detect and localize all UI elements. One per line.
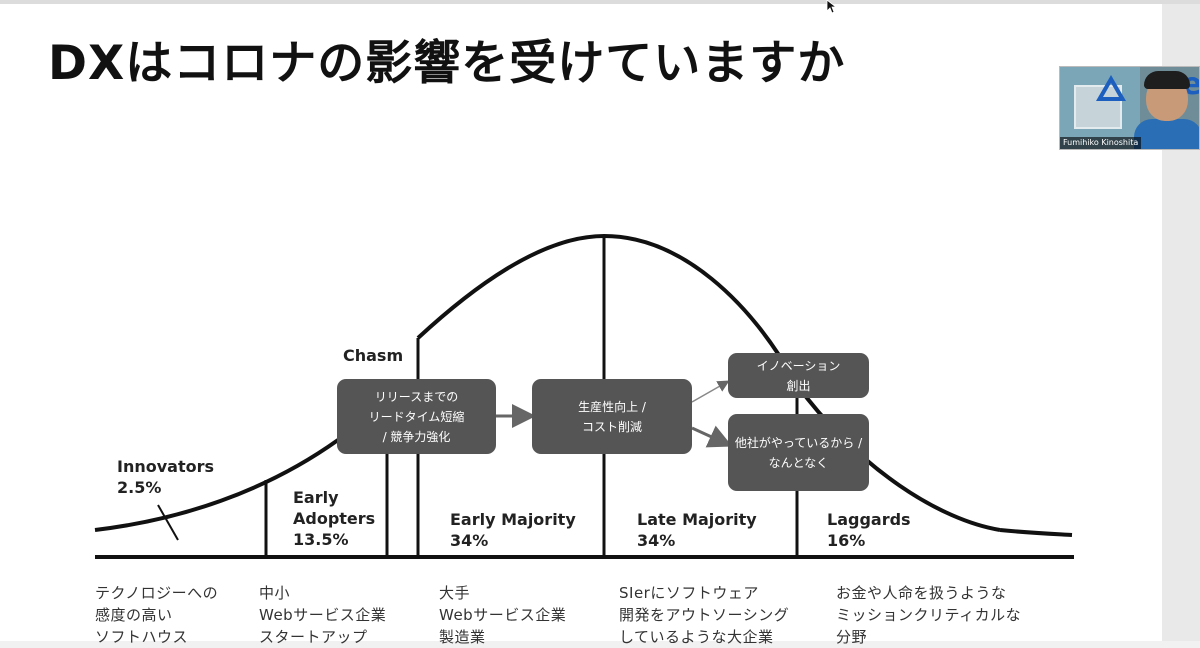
bell-curve-left bbox=[94, 438, 340, 532]
box-innovation: イノベーション 創出 bbox=[728, 353, 869, 398]
segment-label-laggards: Laggards 16% bbox=[827, 509, 911, 551]
arrow-to-others bbox=[691, 425, 733, 448]
mouse-cursor-icon bbox=[826, 0, 838, 14]
desc-line: Webサービス企業 bbox=[259, 606, 387, 624]
desc-innovators: テクノロジーへの 感度の高い ソフトハウス bbox=[95, 582, 218, 648]
webcam-participant-name: Fumihiko Kinoshita bbox=[1060, 137, 1142, 149]
bell-curve-tail bbox=[999, 528, 1073, 537]
segment-pct: 16% bbox=[827, 531, 866, 550]
desc-line: しているような大企業 bbox=[619, 628, 774, 646]
box-line: / 競争力強化 bbox=[382, 429, 451, 444]
desc-line: テクノロジーへの bbox=[95, 584, 219, 602]
webcam-person-shirt bbox=[1134, 119, 1199, 149]
box-release-lead-time: リリースまでの リードタイム短縮 / 競争力強化 bbox=[337, 379, 496, 454]
desc-early-adopters: 中小 Webサービス企業 スタートアップ bbox=[259, 582, 386, 648]
desc-line: 感度の高い bbox=[95, 606, 173, 624]
box-line: コスト削減 bbox=[581, 419, 642, 434]
desc-line: SIerにソフトウェア bbox=[619, 584, 759, 602]
box-line: なんとなく bbox=[768, 455, 829, 470]
desc-line: ミッションクリティカルな bbox=[836, 606, 1022, 624]
segment-name: Innovators bbox=[117, 457, 215, 476]
box-line: リードタイム短縮 bbox=[368, 409, 465, 424]
desc-line: 開発をアウトソーシング bbox=[619, 606, 790, 624]
segment-label-early-majority: Early Majority 34% bbox=[450, 509, 576, 551]
webcam-thumbnail[interactable]: e Fumihiko Kinoshita bbox=[1059, 66, 1200, 150]
box-line: 生産性向上 / bbox=[578, 399, 646, 414]
slide-title: DXはコロナの影響を受けていますか bbox=[48, 36, 846, 91]
segment-label-innovators: Innovators 2.5% bbox=[117, 456, 214, 498]
desc-line: 大手 bbox=[439, 584, 471, 602]
segment-name-line2: Adopters bbox=[293, 509, 376, 528]
top-bar bbox=[0, 0, 1200, 4]
desc-line: お金や人命を扱うような bbox=[836, 584, 1007, 602]
box-line: 創出 bbox=[786, 378, 811, 393]
desc-early-majority: 大手 Webサービス企業 製造業 bbox=[439, 582, 566, 648]
segment-name-line1: Early bbox=[293, 488, 339, 507]
segment-pct: 2.5% bbox=[117, 478, 162, 497]
segment-name: Early Majority bbox=[450, 510, 576, 529]
box-line: イノベーション bbox=[756, 358, 841, 373]
segment-name: Late Majority bbox=[637, 510, 757, 529]
slide bbox=[0, 4, 1162, 641]
segment-name: Laggards bbox=[827, 510, 911, 529]
box-others-doing-it: 他社がやっているから / なんとなく bbox=[728, 414, 869, 491]
desc-line: 中小 bbox=[259, 584, 291, 602]
desc-line: ソフトハウス bbox=[95, 628, 189, 646]
box-line: リリースまでの bbox=[374, 389, 459, 404]
box-productivity: 生産性向上 / コスト削減 bbox=[532, 379, 692, 454]
desc-line: Webサービス企業 bbox=[439, 606, 567, 624]
desc-line: 製造業 bbox=[439, 628, 486, 646]
segment-label-late-majority: Late Majority 34% bbox=[637, 509, 757, 551]
innovators-tick bbox=[157, 504, 179, 541]
segment-pct: 34% bbox=[637, 531, 676, 550]
desc-line: スタートアップ bbox=[259, 628, 368, 646]
webcam-person-hair bbox=[1144, 71, 1190, 89]
segment-pct: 13.5% bbox=[293, 530, 349, 549]
brand-logo-icon bbox=[1096, 75, 1126, 101]
arrow-to-innovation bbox=[691, 380, 730, 403]
desc-laggards: お金や人命を扱うような ミッションクリティカルな 分野 bbox=[836, 582, 1021, 648]
desc-line: 分野 bbox=[836, 628, 868, 646]
box-line: 他社がやっているから / bbox=[734, 435, 863, 450]
segment-label-early-adopters: Early Adopters 13.5% bbox=[293, 487, 375, 550]
chasm-label: Chasm bbox=[343, 346, 404, 365]
webcam-shelf bbox=[1074, 85, 1122, 129]
segment-pct: 34% bbox=[450, 531, 489, 550]
bell-curve-main bbox=[416, 233, 1001, 532]
desc-late-majority: SIerにソフトウェア 開発をアウトソーシング しているような大企業 bbox=[619, 582, 789, 648]
